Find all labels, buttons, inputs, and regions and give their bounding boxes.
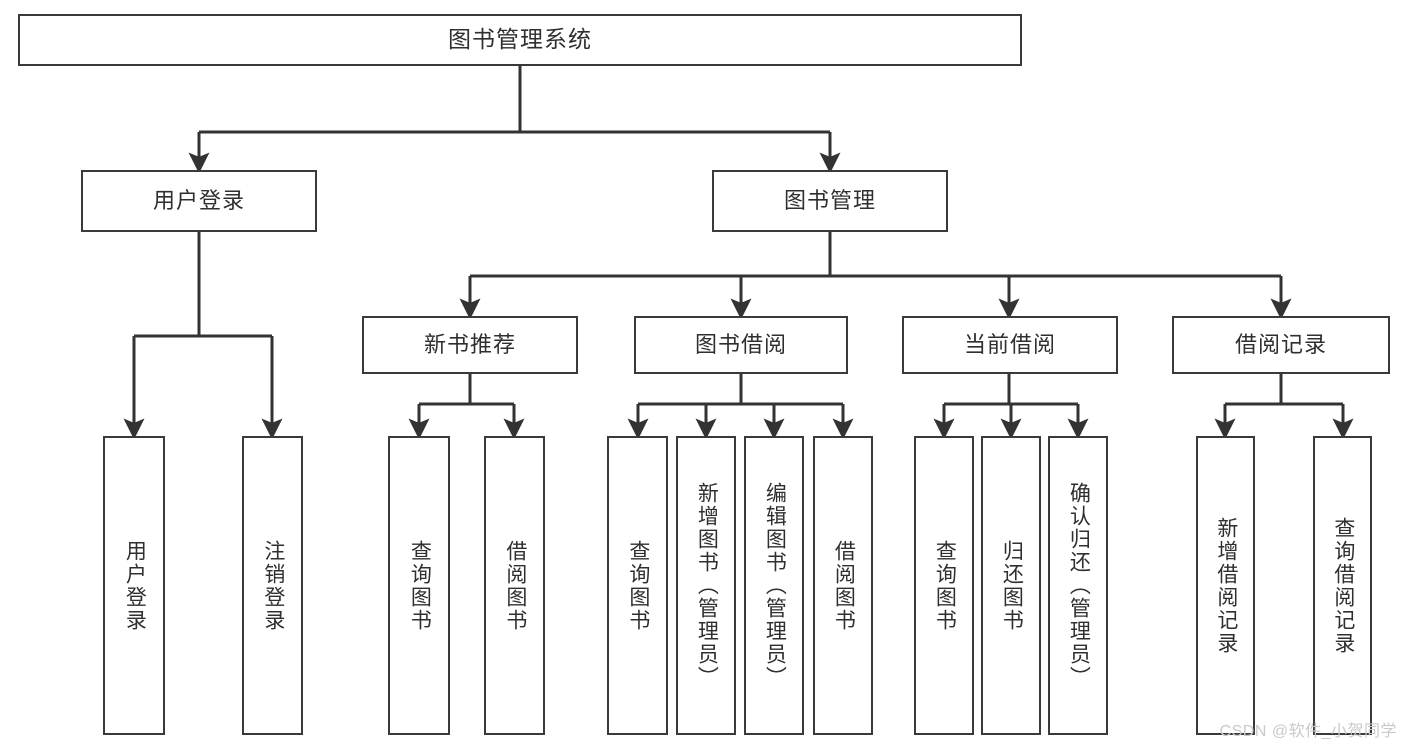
leaf-book-borrow-4-label: 借阅图书 (832, 539, 856, 632)
leaf-new-book-2-label: 借阅图书 (503, 539, 527, 632)
leaf-new-book-1-label: 查询图书 (408, 539, 432, 632)
node-user-login[interactable]: 用户登录 (81, 170, 317, 232)
watermark: CSDN @软件_小贺同学 (1219, 723, 1397, 740)
leaf-user-login-2-label: 注销登录 (261, 539, 285, 632)
leaf-current-borrow-3[interactable]: 确认归还（管理员） (1048, 436, 1108, 735)
node-current-borrow-label: 当前借阅 (963, 331, 1056, 357)
leaf-user-login-1[interactable]: 用户登录 (103, 436, 165, 735)
leaf-book-borrow-1-label: 查询图书 (626, 539, 650, 632)
node-book-borrow-label: 图书借阅 (694, 331, 787, 357)
leaf-book-borrow-3-label: 编辑图书（管理员） (763, 482, 787, 689)
node-user-login-label: 用户登录 (152, 187, 245, 213)
leaf-current-borrow-2[interactable]: 归还图书 (981, 436, 1041, 735)
leaf-user-login-2[interactable]: 注销登录 (242, 436, 303, 735)
leaf-user-login-1-label: 用户登录 (123, 539, 147, 632)
leaf-current-borrow-3-label: 确认归还（管理员） (1067, 482, 1091, 689)
leaf-borrow-record-2[interactable]: 查询借阅记录 (1313, 436, 1372, 735)
leaf-borrow-record-1-label: 新增借阅记录 (1214, 516, 1238, 655)
node-borrow-record-label: 借阅记录 (1234, 331, 1327, 357)
leaf-book-borrow-2[interactable]: 新增图书（管理员） (676, 436, 736, 735)
leaf-book-borrow-4[interactable]: 借阅图书 (813, 436, 873, 735)
node-book-manage-label: 图书管理 (783, 187, 876, 213)
leaf-current-borrow-2-label: 归还图书 (1000, 539, 1024, 632)
node-book-borrow[interactable]: 图书借阅 (634, 316, 848, 374)
leaf-current-borrow-1-label: 查询图书 (933, 539, 957, 632)
node-book-manage[interactable]: 图书管理 (712, 170, 948, 232)
node-root[interactable]: 图书管理系统 (18, 14, 1022, 66)
node-new-book-recommend[interactable]: 新书推荐 (362, 316, 578, 374)
node-new-book-recommend-label: 新书推荐 (423, 331, 516, 357)
node-borrow-record[interactable]: 借阅记录 (1172, 316, 1390, 374)
leaf-new-book-2[interactable]: 借阅图书 (484, 436, 545, 735)
node-root-label: 图书管理系统 (448, 26, 592, 53)
leaf-borrow-record-1[interactable]: 新增借阅记录 (1196, 436, 1255, 735)
node-current-borrow[interactable]: 当前借阅 (902, 316, 1118, 374)
leaf-borrow-record-2-label: 查询借阅记录 (1331, 516, 1355, 655)
leaf-current-borrow-1[interactable]: 查询图书 (914, 436, 974, 735)
leaf-book-borrow-3[interactable]: 编辑图书（管理员） (744, 436, 804, 735)
leaf-book-borrow-1[interactable]: 查询图书 (607, 436, 668, 735)
leaf-book-borrow-2-label: 新增图书（管理员） (695, 482, 719, 689)
leaf-new-book-1[interactable]: 查询图书 (388, 436, 450, 735)
